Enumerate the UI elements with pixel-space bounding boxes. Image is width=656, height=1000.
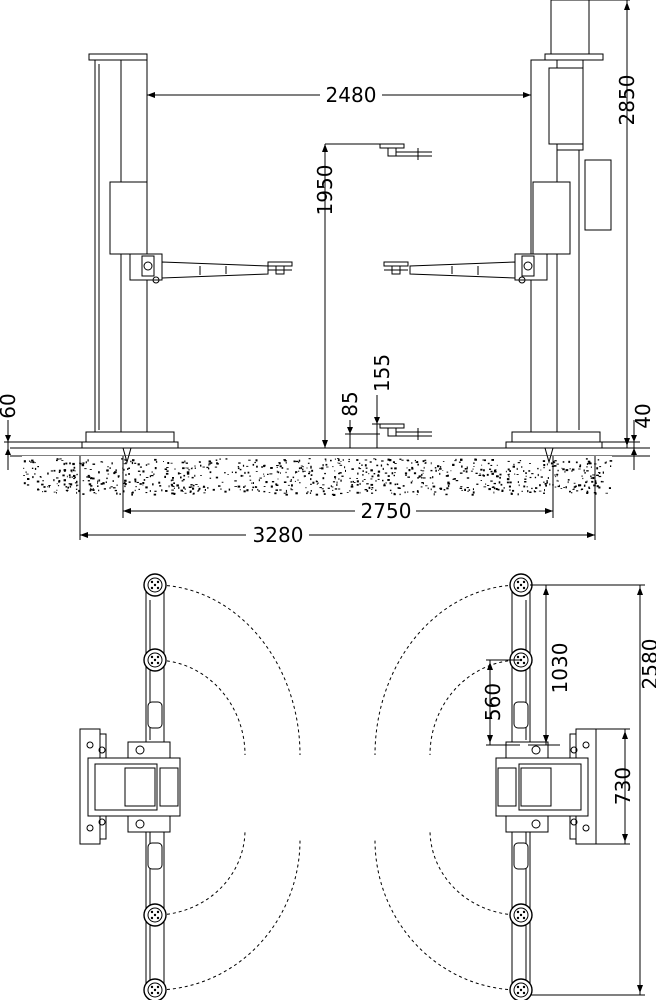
lift-pads [143, 573, 533, 1000]
pad-detail-lowered [379, 423, 432, 440]
dim-2580-label: 2580 [638, 639, 656, 690]
swing-arc-right-inner [429, 659, 521, 756]
dim-60: 60 [0, 393, 82, 470]
dim-85: 85 [338, 391, 380, 448]
lift-pad-icon [143, 573, 167, 597]
dim-60-label: 60 [0, 393, 20, 418]
plan-view: 2580 1030 560 730 [79, 573, 656, 1000]
dim-3280-label: 3280 [253, 523, 304, 547]
swing-arc-left-inner [154, 659, 246, 756]
dim-40: 40 [602, 403, 655, 470]
dim-1950-label: 1950 [313, 165, 337, 216]
floor-slab [10, 447, 650, 540]
dim-155-label: 155 [370, 354, 394, 392]
dim-730: 730 [596, 728, 635, 845]
swing-arc-left-inner-b [154, 829, 246, 916]
dim-3280: 3280 [80, 523, 595, 547]
lift-pad-icon [143, 978, 167, 1000]
concrete-speckle [23, 458, 613, 496]
dim-155: 155 [370, 354, 394, 448]
lift-pad-icon [143, 903, 167, 927]
lift-pad-icon [509, 573, 533, 597]
lift-pad-icon [509, 978, 533, 1000]
swing-arc-right-outer [374, 584, 521, 756]
left-column-plan [79, 591, 181, 991]
front-elevation: 2480 1950 2850 155 [0, 0, 655, 547]
lift-pad-icon [143, 648, 167, 672]
pad-detail-raised [379, 143, 432, 160]
dim-2850: 2850 [589, 0, 639, 449]
dim-85-label: 85 [338, 391, 362, 416]
dim-2850-label: 2850 [615, 75, 639, 126]
dim-1030: 1030 [528, 585, 572, 746]
dim-40-label: 40 [631, 403, 655, 428]
swing-arc-right-inner-b [429, 829, 521, 916]
swing-arc-right-outer-b [374, 839, 521, 991]
dim-730-label: 730 [611, 767, 635, 805]
dim-560: 560 [481, 659, 520, 746]
dim-2480-label: 2480 [326, 83, 377, 107]
dim-1030-label: 1030 [548, 643, 572, 694]
dim-560-label: 560 [481, 683, 505, 721]
dim-2480: 2480 [147, 83, 531, 107]
left-column [81, 53, 293, 449]
lift-pad-icon [509, 903, 533, 927]
swing-arc-left-outer [154, 584, 301, 756]
dim-2750: 2750 [123, 499, 553, 523]
right-column [383, 0, 612, 449]
dim-2580: 2580 [530, 584, 656, 996]
dim-2750-label: 2750 [361, 499, 412, 523]
dim-1950: 1950 [313, 143, 380, 448]
swing-arc-left-outer-b [154, 839, 301, 991]
